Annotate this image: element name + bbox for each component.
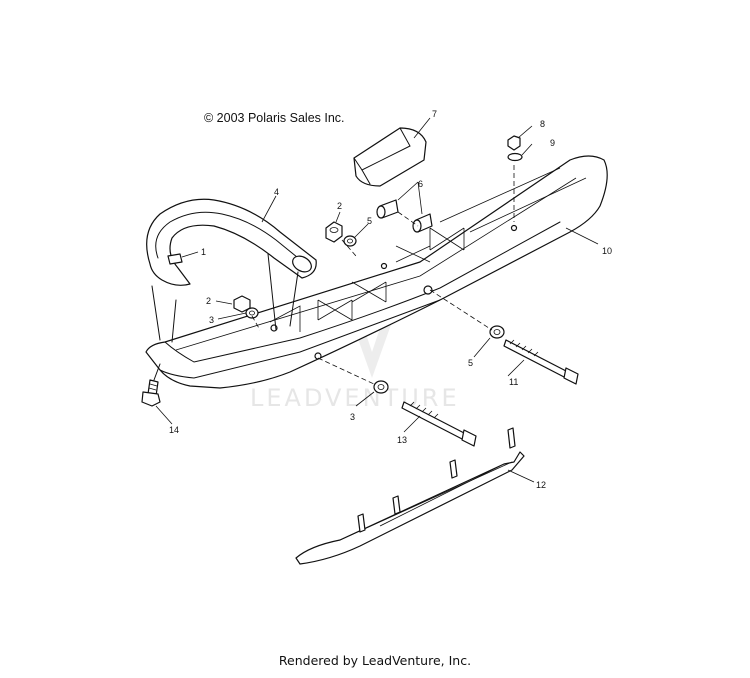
callout-6: 6 <box>418 179 423 189</box>
callout-14: 14 <box>169 425 179 435</box>
ski-body[interactable] <box>145 155 608 389</box>
callout-10: 10 <box>602 246 612 256</box>
ski-handle[interactable] <box>146 198 317 286</box>
washer-9[interactable] <box>507 152 523 162</box>
washer-5-upper[interactable] <box>343 235 357 247</box>
washer-5-lower[interactable] <box>489 325 505 339</box>
wear-pad-7[interactable] <box>353 127 427 187</box>
render-credit: Rendered by LeadVenture, Inc. <box>278 653 472 668</box>
nut-2-upper[interactable] <box>325 221 343 243</box>
callout-13: 13 <box>397 435 407 445</box>
nut-8[interactable] <box>507 135 521 151</box>
callout-1: 1 <box>201 247 206 257</box>
handle-clip[interactable] <box>167 253 183 265</box>
copyright-notice: © 2003 Polaris Sales Inc. <box>204 111 345 125</box>
callout-12: 12 <box>536 480 546 490</box>
callout-9: 9 <box>550 138 555 148</box>
bolt-14[interactable] <box>141 379 161 407</box>
leader-lines <box>155 117 599 483</box>
callout-3-upper: 3 <box>209 315 214 325</box>
callout-3-lower: 3 <box>350 412 355 422</box>
callout-numbers: 1 2 3 4 2 5 6 7 8 9 10 5 11 3 13 12 14 <box>169 109 612 490</box>
callout-7: 7 <box>432 109 437 119</box>
callout-5-lower: 5 <box>468 358 473 368</box>
bolt-13[interactable] <box>401 401 477 447</box>
bolt-11[interactable] <box>503 339 579 385</box>
watermark-text: LEADVENTURE <box>250 384 460 412</box>
washer-3-upper[interactable] <box>245 307 259 319</box>
bushing-6[interactable] <box>376 199 433 233</box>
callout-8: 8 <box>540 119 545 129</box>
wear-bar[interactable] <box>295 427 525 565</box>
callout-4: 4 <box>274 187 279 197</box>
washer-3-lower[interactable] <box>373 380 389 394</box>
callout-5-upper: 5 <box>367 216 372 226</box>
callout-11: 11 <box>509 377 518 387</box>
callout-2-upper: 2 <box>337 201 342 211</box>
callout-2-lower: 2 <box>206 296 211 306</box>
assembly-lines <box>151 165 515 385</box>
